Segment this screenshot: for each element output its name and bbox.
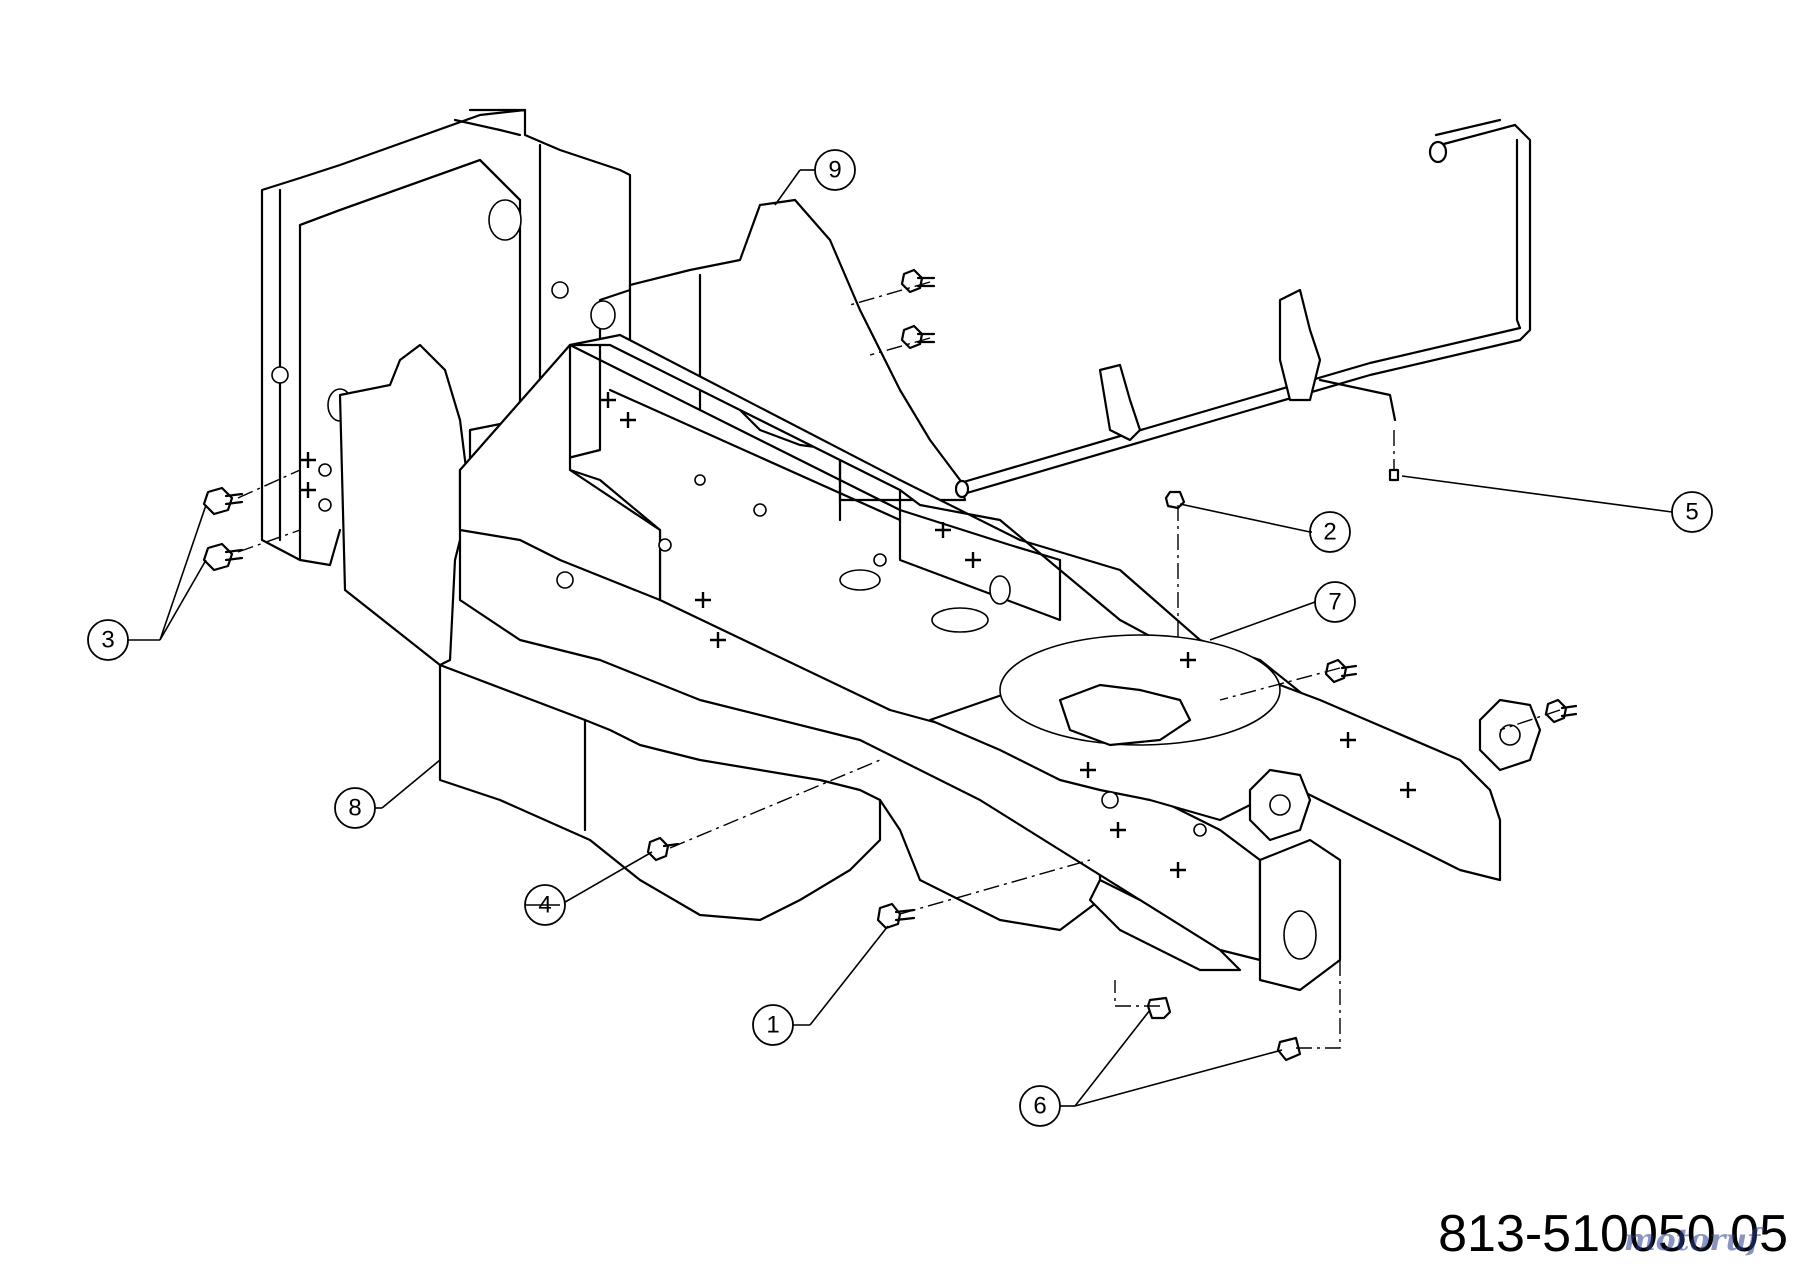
callout-9-label: 9 bbox=[828, 157, 841, 184]
callout-6-label: 6 bbox=[1033, 1093, 1046, 1120]
callout-2-label: 2 bbox=[1323, 519, 1336, 546]
bolts bbox=[202, 268, 1578, 1062]
assembly-lines bbox=[237, 281, 1561, 1049]
callout-2: 2 bbox=[1309, 511, 1351, 553]
callout-1-label: 1 bbox=[766, 1012, 779, 1039]
callout-9: 9 bbox=[814, 149, 856, 191]
callout-7: 7 bbox=[1314, 581, 1356, 623]
callout-8-label: 8 bbox=[348, 795, 361, 822]
front-hinge-brackets bbox=[1248, 698, 1542, 842]
callout-3: 3 bbox=[87, 619, 129, 661]
callout-6: 6 bbox=[1019, 1085, 1061, 1127]
callout-8: 8 bbox=[334, 787, 376, 829]
leader-lines bbox=[159, 169, 1673, 1107]
callout-5-label: 5 bbox=[1685, 499, 1698, 526]
watermark-logo: motoruf bbox=[1623, 1223, 1760, 1258]
rear-cover bbox=[628, 198, 967, 522]
callout-1: 1 bbox=[752, 1004, 794, 1046]
left-shield bbox=[338, 343, 1102, 932]
part-number: 813-510050 05 bbox=[1438, 1205, 1788, 1263]
lift-rod bbox=[954, 118, 1532, 499]
callout-3-label: 3 bbox=[101, 627, 114, 654]
callout-7-label: 7 bbox=[1328, 589, 1341, 616]
callout-5: 5 bbox=[1671, 491, 1713, 533]
main-chassis bbox=[458, 333, 1502, 992]
